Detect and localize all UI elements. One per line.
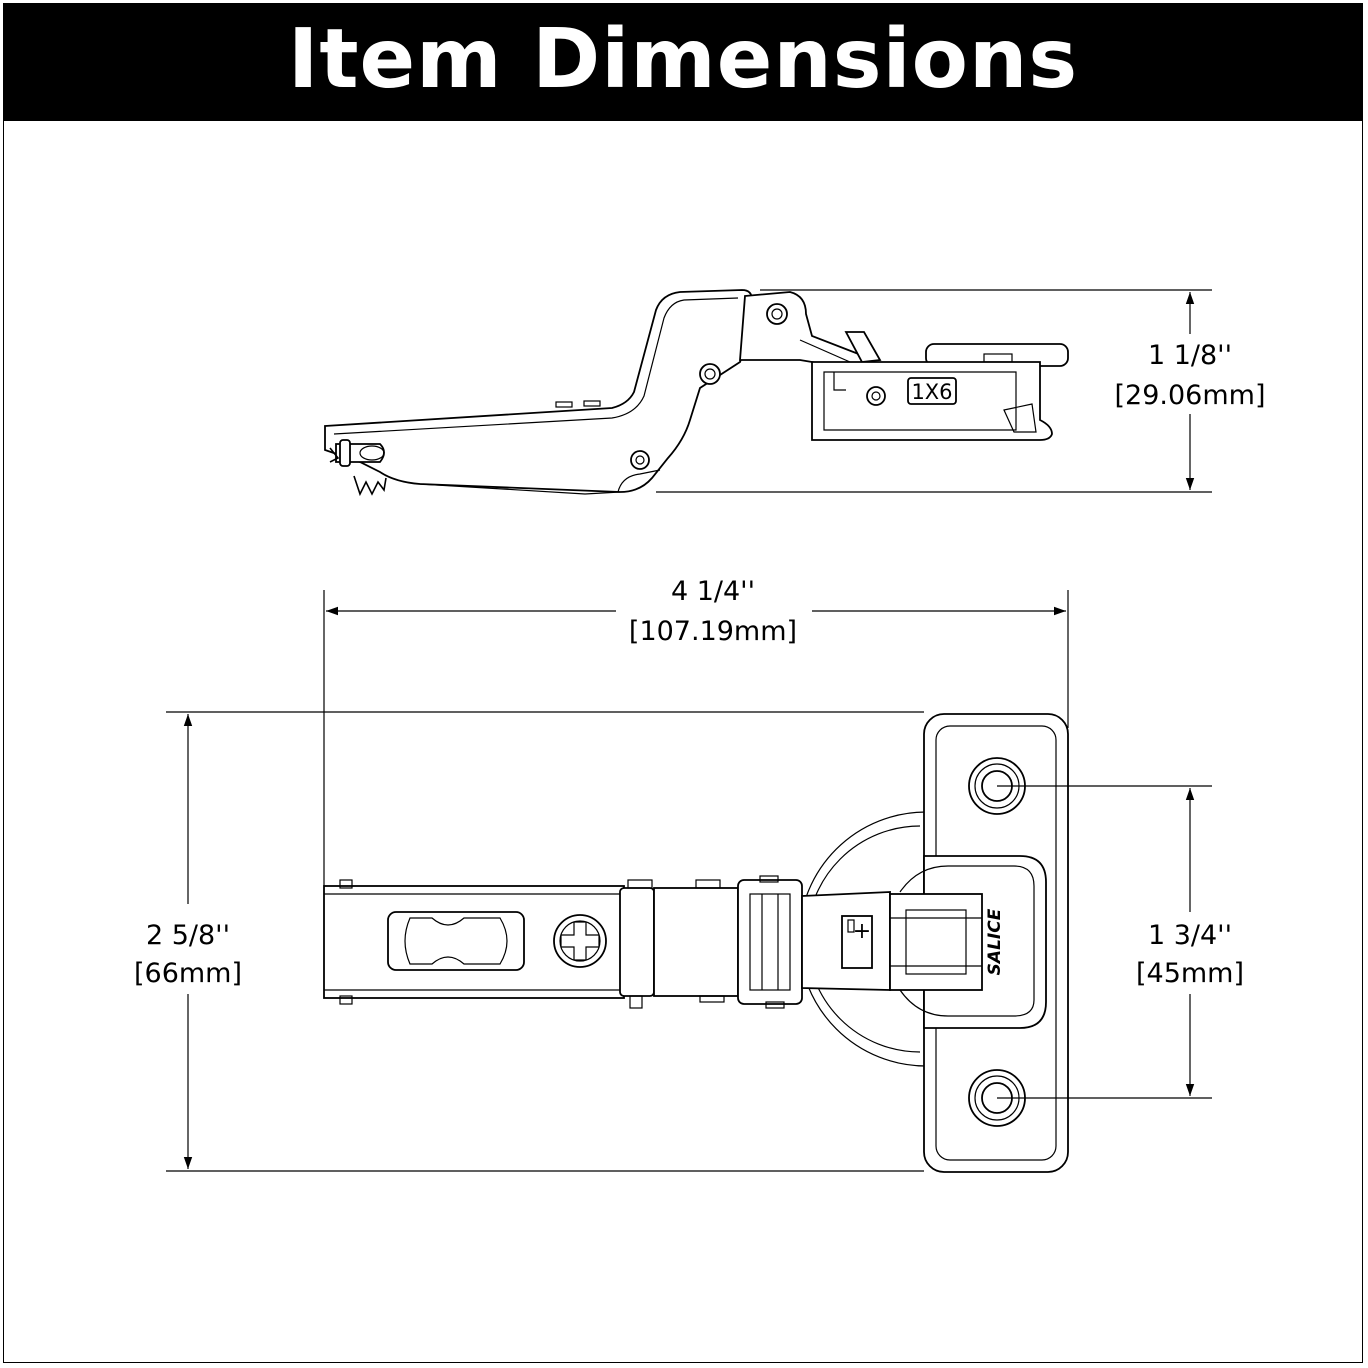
grip-teeth bbox=[353, 475, 387, 497]
drawing-frame bbox=[3, 3, 1363, 1363]
link-rivet bbox=[766, 303, 788, 325]
cup-mechanism-inner bbox=[905, 909, 967, 975]
segment-tab bbox=[695, 879, 721, 889]
hinge-top-view: + SALICE bbox=[323, 713, 1069, 1173]
cup-inner bbox=[823, 371, 1017, 431]
segment-tab bbox=[699, 995, 725, 1003]
cup-notch bbox=[833, 372, 846, 391]
linkage-pin bbox=[847, 919, 855, 933]
hole-spacing-dimension: 1 3/4'' [45mm] bbox=[997, 785, 1244, 1099]
cup-mechanism bbox=[889, 893, 983, 991]
pivot-rivet-center bbox=[635, 455, 645, 465]
pivot-rivet-center bbox=[704, 368, 716, 380]
knuckle-pin bbox=[765, 1001, 785, 1009]
side-stamp: 1X6 bbox=[911, 380, 952, 404]
height-imperial-label: 1 1/8'' bbox=[1148, 340, 1232, 371]
adjustment-screw-ring bbox=[559, 920, 601, 962]
hinge-knuckle bbox=[737, 879, 803, 1005]
brand-mark: SALICE bbox=[985, 908, 1005, 975]
link-rivet-center bbox=[771, 308, 783, 320]
knuckle-inner bbox=[749, 893, 791, 991]
hinge-arm-side bbox=[324, 289, 753, 493]
height-dimension: 1 1/8'' [29.06mm] bbox=[656, 289, 1266, 493]
width-metric-label: [66mm] bbox=[134, 958, 242, 989]
slot-inner bbox=[404, 917, 508, 965]
stamp-box bbox=[907, 377, 957, 405]
knuckle-pin bbox=[759, 875, 779, 883]
page-title: Item Dimensions bbox=[287, 12, 1079, 107]
pivot-rivet bbox=[630, 450, 650, 470]
arm-segment bbox=[653, 887, 739, 997]
linkage-block bbox=[841, 915, 873, 969]
length-imperial-label: 4 1/4'' bbox=[671, 576, 755, 607]
pivot-rivet bbox=[699, 363, 721, 385]
cup-screw-center bbox=[871, 391, 881, 401]
cup-screw bbox=[866, 386, 886, 406]
rib bbox=[555, 401, 573, 408]
plus-mark: + bbox=[853, 919, 871, 944]
arm-heel bbox=[617, 469, 661, 493]
hinge-side-view: 1X6 bbox=[324, 289, 1069, 497]
hole-spacing-metric-label: [45mm] bbox=[1136, 958, 1244, 989]
segment-tab bbox=[629, 995, 643, 1009]
width-imperial-label: 2 5/8'' bbox=[146, 920, 230, 951]
adjustment-screw bbox=[553, 914, 607, 968]
arm-segment bbox=[619, 887, 655, 997]
length-dimension: 4 1/4'' [107.19mm] bbox=[323, 576, 1069, 886]
adjustment-slot bbox=[387, 911, 525, 971]
arm-housing bbox=[899, 865, 1035, 1017]
link-bar bbox=[799, 339, 851, 363]
arm-inner-edge bbox=[333, 297, 739, 435]
header-bar: Item Dimensions bbox=[3, 3, 1363, 121]
width-dimension: 2 5/8'' [66mm] bbox=[134, 711, 924, 1172]
clip-tab bbox=[339, 439, 351, 467]
arm-tab bbox=[339, 879, 353, 889]
hole-spacing-imperial-label: 1 3/4'' bbox=[1148, 920, 1232, 951]
segment-tab bbox=[627, 879, 653, 889]
arm-tip bbox=[329, 447, 340, 463]
height-metric-label: [29.06mm] bbox=[1115, 380, 1266, 411]
clip-slot bbox=[359, 445, 385, 461]
arm-tab bbox=[339, 995, 353, 1005]
phillips-slot bbox=[560, 921, 600, 961]
length-metric-label: [107.19mm] bbox=[629, 616, 797, 647]
link-cam bbox=[844, 331, 882, 363]
cup-catch bbox=[1003, 403, 1037, 433]
rib bbox=[583, 400, 601, 407]
arm-bottom-edge bbox=[419, 483, 621, 495]
